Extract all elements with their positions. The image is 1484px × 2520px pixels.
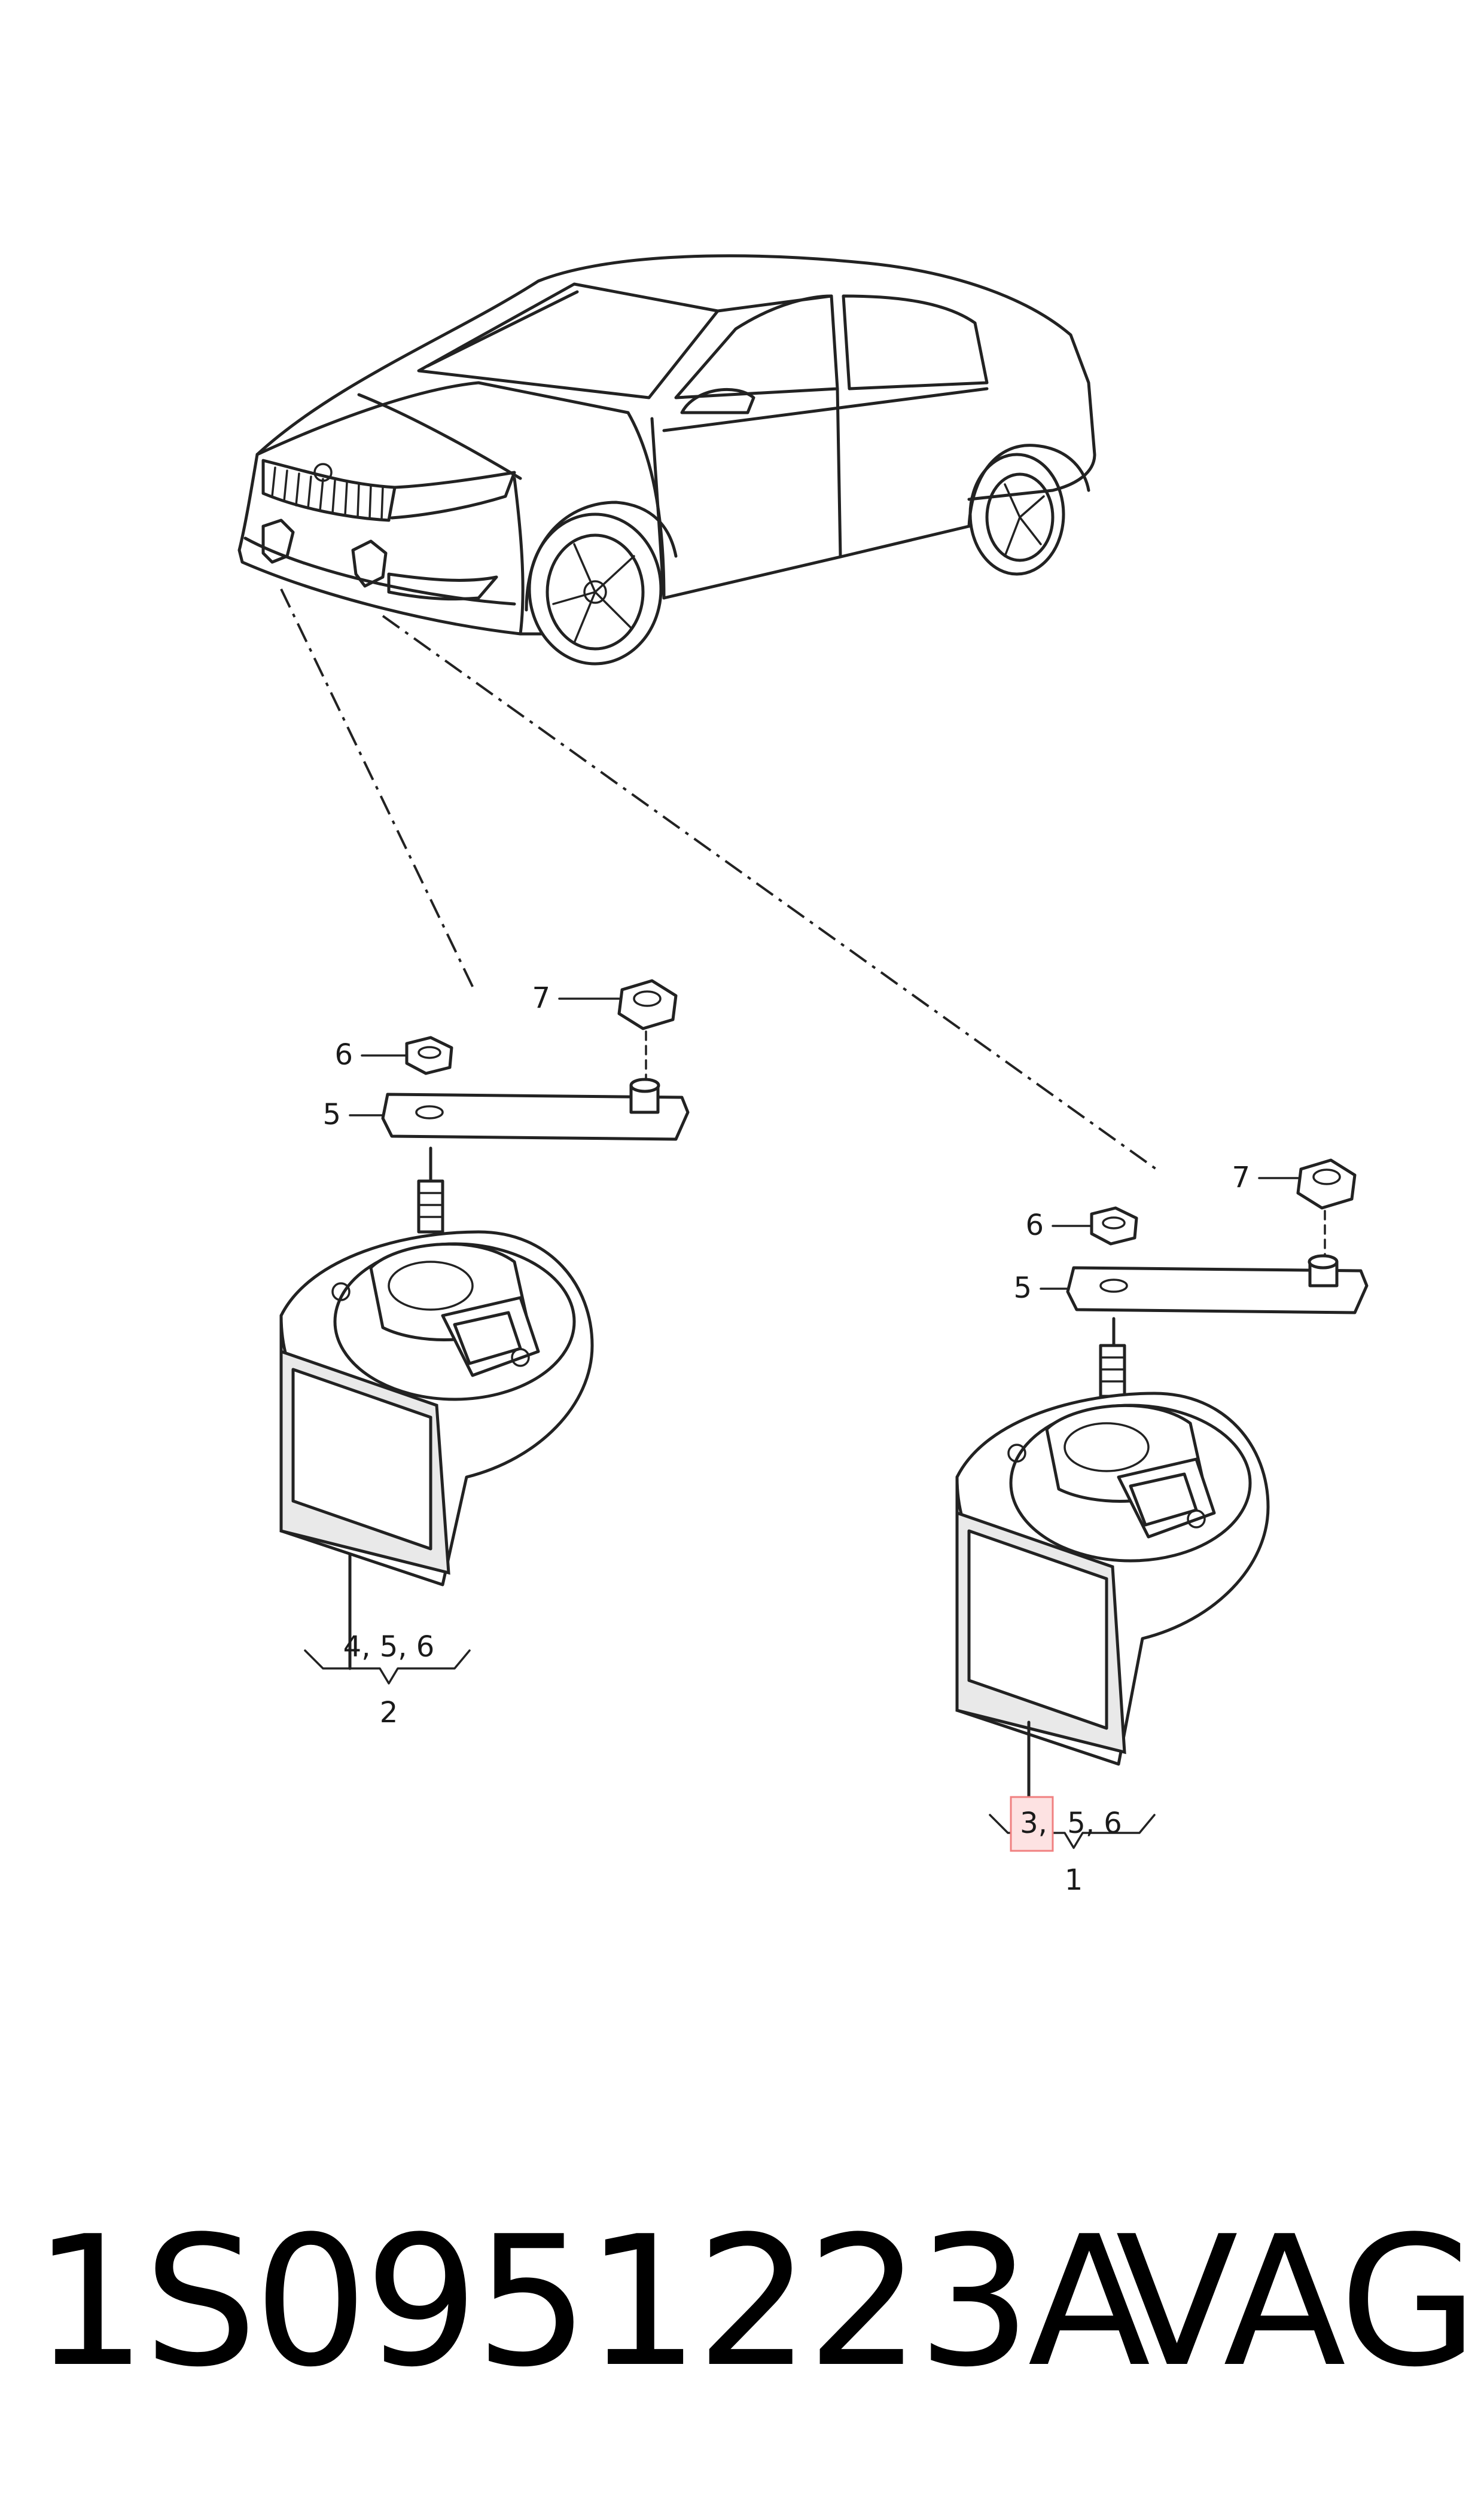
right-horn-assembly (955, 1158, 1369, 1849)
car-illustration (237, 254, 1096, 666)
leader-line-left (280, 588, 477, 993)
callout-6-left: 6 (334, 1038, 353, 1072)
group-items-left: 4, 5, 6 (343, 1630, 435, 1664)
nut-6-right (1090, 1206, 1138, 1246)
brand-label: VAG (1116, 2198, 1478, 2406)
right-callouts: 7 6 5 3, 5, 6 1 (1010, 1161, 1299, 1897)
group-item-highlight: 3, (1020, 1807, 1047, 1840)
left-horn-assembly (279, 979, 690, 1685)
callout-5-left: 5 (322, 1098, 341, 1131)
leader-line-right (382, 615, 1162, 1173)
bracket-5-left (381, 1093, 690, 1141)
bracket-5-right (1066, 1266, 1369, 1314)
callout-7-left: 7 (532, 981, 550, 1015)
callout-6-right: 6 (1025, 1209, 1044, 1242)
group-total-left: 2 (380, 1696, 398, 1729)
group-items-right: 5, 6 (1067, 1807, 1122, 1840)
callout-7-right: 7 (1232, 1161, 1250, 1194)
left-callouts: 7 6 5 4, 5, 6 2 (322, 981, 620, 1729)
callout-5-right: 5 (1013, 1271, 1032, 1305)
part-number: 1S0951223A (33, 2198, 1151, 2406)
nut-6-left (405, 1036, 453, 1075)
nut-7-left (617, 979, 678, 1030)
highlight-box (1010, 1796, 1054, 1852)
group-total-right: 1 (1065, 1863, 1083, 1897)
